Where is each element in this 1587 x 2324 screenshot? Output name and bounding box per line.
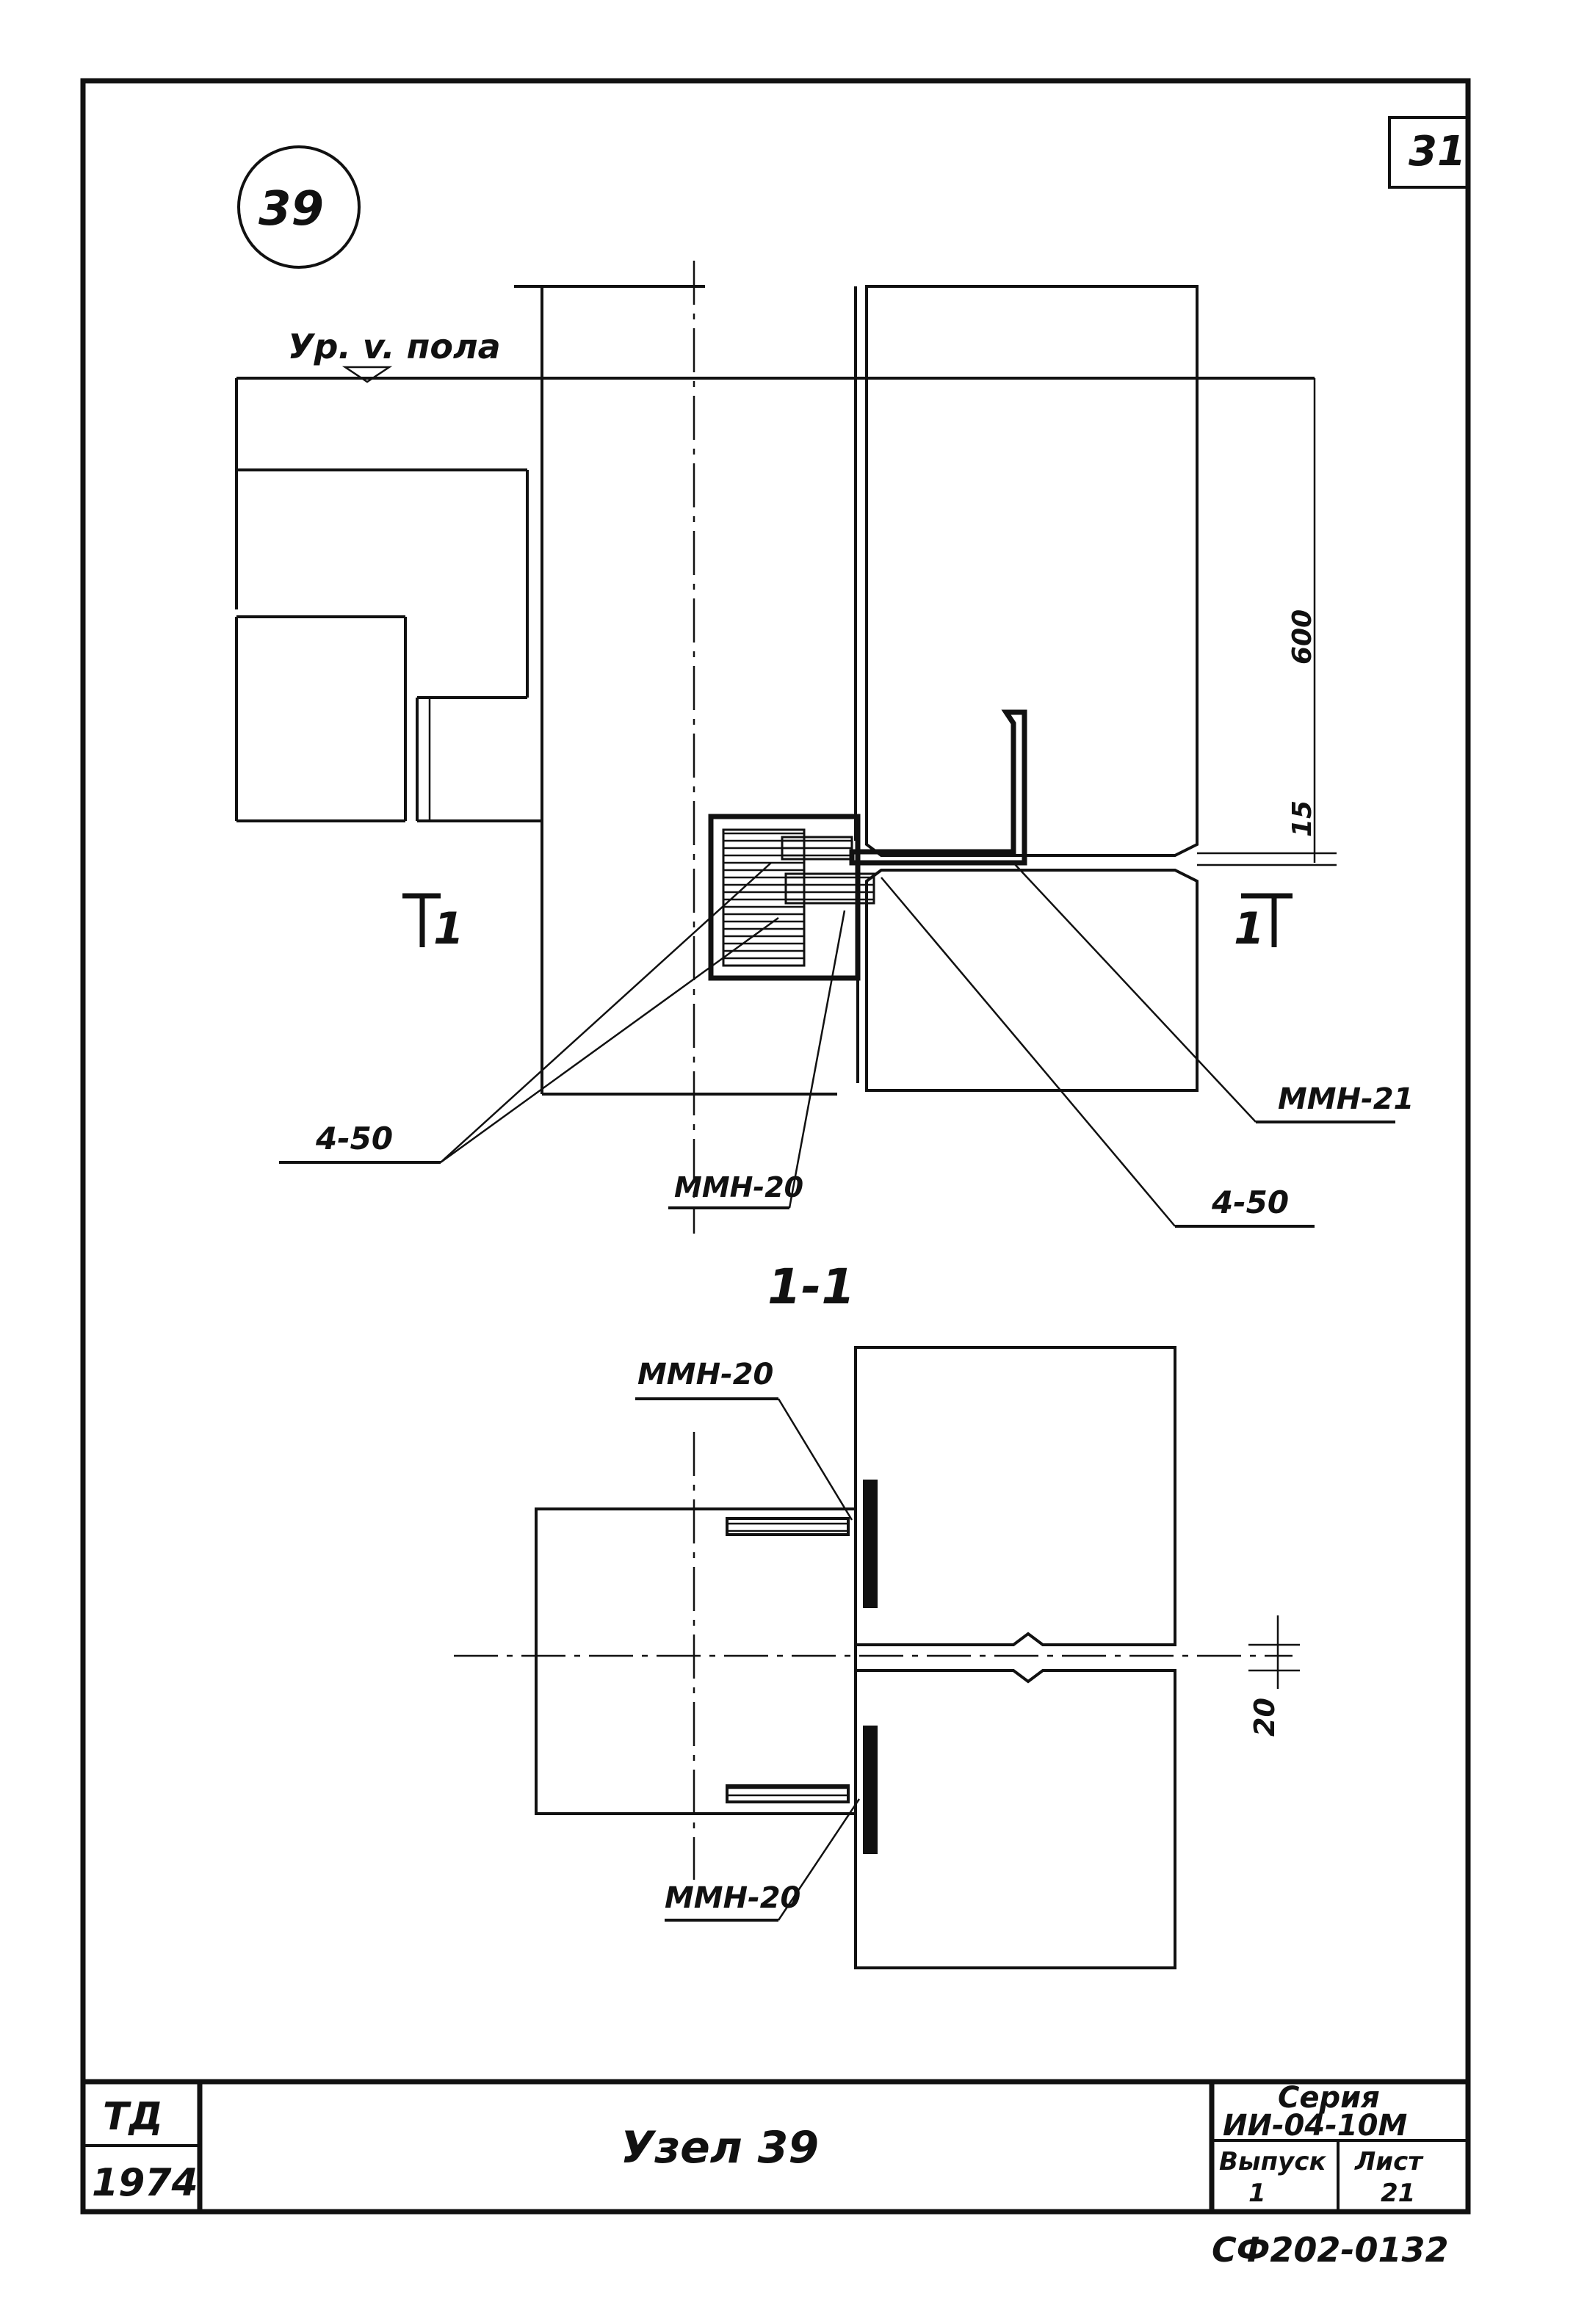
node-marker-label: 39 — [259, 182, 324, 236]
node-marker: 39 — [237, 145, 361, 269]
title-block-code: ТД — [103, 2095, 163, 2139]
callout-upper-right-mmn21: ММН-21 — [1278, 1082, 1414, 1116]
upper-wall-panel — [854, 285, 1199, 857]
section-mark-right: 1 — [1234, 893, 1293, 955]
dim-upper-height: 600 — [1287, 609, 1317, 665]
page-number-box: 31 — [1388, 116, 1469, 189]
section-title: 1-1 — [767, 1259, 855, 1315]
document-code: СФ202-0132 — [1212, 2230, 1449, 2270]
callout-upper-bottom-mmn20: ММН-20 — [674, 1171, 803, 1203]
issue-label: Выпуск — [1219, 2147, 1326, 2176]
title-block-year: 1974 — [92, 2161, 198, 2205]
sheet-value: 21 — [1381, 2179, 1415, 2208]
lower-section: 20 ММН-20 ММН-20 — [454, 1346, 1300, 1969]
insulation-box — [708, 814, 875, 981]
section-mark-left-label: 1 — [433, 903, 464, 955]
series-value: ИИ-04-10М — [1223, 2109, 1407, 2143]
sheet-frame — [80, 78, 1471, 2215]
series-label: Серия — [1278, 2081, 1380, 2115]
callout-upper-left-450: 4-50 — [315, 1121, 393, 1156]
title-block: ТД 1974 Узел 39 Серия ИИ-04-10М Выпуск 1… — [83, 2079, 1468, 2212]
page-number: 31 — [1409, 128, 1466, 175]
callout-lower-top-mmn20: ММН-20 — [637, 1358, 773, 1391]
sheet-label: Лист — [1354, 2147, 1424, 2176]
callout-lower-bottom-mmn20: ММН-20 — [665, 1881, 800, 1915]
floor-level-triangle — [341, 366, 393, 383]
dim-upper-gap: 15 — [1287, 800, 1317, 837]
section-mark-right-label: 1 — [1234, 903, 1265, 955]
dim-lower-gap: 20 — [1248, 1698, 1281, 1737]
upper-view: Ур. v. пола 1 1 — [235, 261, 1414, 1234]
issue-value: 1 — [1248, 2179, 1266, 2208]
title-block-title: Узел 39 — [621, 2122, 819, 2173]
floor-level-label: Ур. v. пола — [288, 327, 501, 366]
section-mark-left: 1 — [402, 893, 464, 955]
callout-upper-bottom-450: 4-50 — [1211, 1184, 1289, 1220]
embedded-plate-mmn21 — [849, 709, 1027, 866]
